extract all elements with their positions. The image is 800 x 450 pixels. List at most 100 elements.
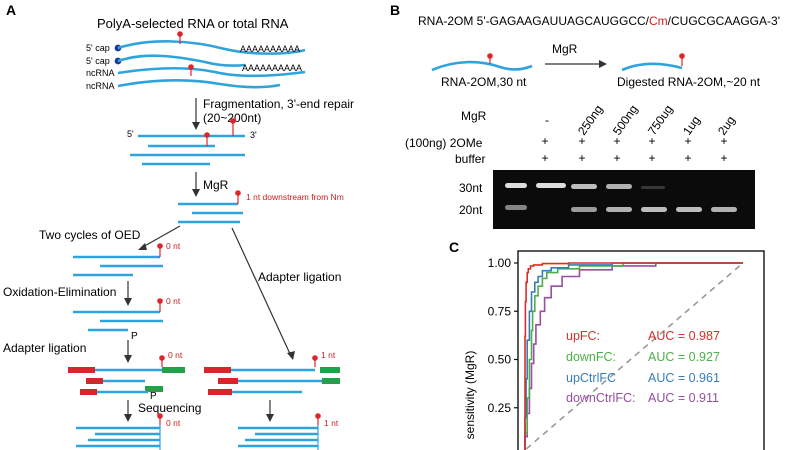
ox-elim-products: 0 nt P — [73, 296, 181, 342]
nm-site-icon — [177, 31, 183, 37]
panel-c-label: C — [449, 239, 459, 255]
ncrna-strand-1 — [117, 67, 306, 78]
digested-rna-label: Digested RNA-2OM,~20 nt — [617, 75, 761, 89]
nm-site-icon — [157, 298, 163, 304]
sequence-suffix: /CUGCGCAAGGA-3' — [668, 14, 780, 28]
phosphate-label: P — [150, 391, 157, 402]
ncrna-strand-2 — [117, 79, 281, 89]
lane-label: 750ug — [645, 102, 676, 137]
cap-label-2: 5' cap — [86, 56, 110, 66]
mgr-products: 1 nt downstream from Nm — [178, 190, 344, 224]
marker-30nt: 30nt — [459, 181, 483, 195]
y-axis-label: sensitivity (MgR) — [463, 351, 477, 440]
right-ligation-products: 1 nt — [204, 350, 340, 395]
nm-site-icon — [315, 413, 321, 419]
arrow-head-icon — [599, 60, 607, 68]
legend-auc-value: AUC = 0.987 — [648, 329, 720, 343]
three-prime-adapter — [162, 367, 185, 373]
oed-branch-arrow — [140, 225, 181, 249]
legend: upFC: AUC = 0.987 downFC: AUC = 0.927 upCtrl… — [566, 329, 720, 405]
oed-products: 0 nt — [73, 241, 181, 277]
roc-curve-upctrl — [524, 262, 743, 450]
roc-curve-downctrl — [524, 262, 743, 450]
nm-site-icon — [159, 355, 165, 361]
mrna-strand-1 — [117, 40, 306, 55]
y-tick-label: 0.75 — [488, 304, 512, 318]
plus-mark: + — [720, 151, 727, 165]
lane-label: 500ng — [610, 102, 641, 137]
plus-mark: + — [684, 151, 691, 165]
roc-curves — [524, 262, 743, 450]
panel-c: C sensitivity (MgR) 1.000.750.500.25 upF… — [449, 239, 765, 450]
legend-auc-value: AUC = 0.961 — [648, 371, 720, 385]
arrow-head-icon — [124, 298, 132, 306]
zero-nt-label: 0 nt — [168, 350, 183, 360]
lane-label: 250ng — [575, 102, 606, 137]
arrow-head-icon — [192, 122, 200, 130]
five-prime-adapter — [86, 378, 103, 384]
arrow-head-icon — [124, 414, 132, 422]
gel-image: 30nt 20nt — [459, 170, 755, 229]
five-prime-adapter — [208, 389, 232, 395]
panel-b: B RNA-2OM 5'-GAGAAGAUUAGCAUGGCC/Cm/CUGCG… — [390, 2, 780, 229]
three-prime-end-label: 3' — [250, 130, 257, 140]
digested-rna-icon — [621, 62, 683, 72]
nm-site-icon — [157, 243, 163, 249]
five-prime-adapter — [218, 378, 238, 384]
lane-label: - — [545, 113, 549, 127]
plus-mark: + — [613, 134, 620, 148]
gel-band — [676, 207, 702, 212]
left-read-pileup: 0 nt — [76, 413, 181, 450]
panel-a-label: A — [6, 2, 16, 18]
one-nt-label: 1 nt — [324, 418, 339, 428]
nm-site-icon — [487, 53, 493, 59]
five-prime-adapter — [204, 367, 231, 373]
adapter-ligation-left-label: Adapter ligation — [3, 341, 86, 355]
roc-curve-up — [524, 262, 743, 450]
sequence-modification: Cm — [649, 14, 668, 28]
arrow-head-icon — [192, 189, 200, 197]
adapter-branch-arrow — [231, 227, 292, 357]
gel-band — [536, 183, 566, 188]
left-ligation-products: 0 nt P — [68, 350, 185, 402]
adapter-ligation-right-label: Adapter ligation — [258, 270, 341, 284]
plus-mark: + — [578, 134, 585, 148]
legend-series-name: upFC: — [566, 329, 600, 343]
fragment-range-label: (20~200nt) — [203, 111, 261, 125]
legend-auc-value: AUC = 0.927 — [648, 350, 720, 364]
five-prime-end-label: 5' — [127, 129, 134, 139]
gel-band — [641, 207, 667, 212]
row-label-mgr: MgR — [461, 109, 487, 123]
gel-band — [505, 183, 527, 188]
phosphate-label: P — [131, 331, 138, 342]
sequencing-label: Sequencing — [138, 401, 201, 415]
legend-series-name: upCtrlFC — [566, 371, 616, 385]
row-label-2ome: (100ng) 2OMe — [405, 136, 483, 150]
gel-band — [505, 205, 527, 210]
legend-series-name: downFC: — [566, 350, 616, 364]
y-axis-ticks: 1.000.750.500.25 — [488, 256, 518, 415]
downstream-note: 1 nt downstream from Nm — [246, 192, 344, 202]
zero-nt-label: 0 nt — [166, 241, 181, 251]
diagonal-reference — [523, 262, 744, 450]
sequence-prefix: RNA-2OM 5'-GAGAAGAUUAGCAUGGCC/ — [418, 14, 650, 28]
panel-a: A PolyA-selected RNA or total RNA 5' cap… — [3, 2, 354, 450]
zero-nt-label: 0 nt — [166, 296, 181, 306]
nm-site-icon — [235, 190, 241, 196]
legend-series-name: downCtrlFC: — [566, 391, 635, 405]
arrow-head-icon — [138, 243, 147, 250]
roc-curve-down — [524, 262, 743, 450]
five-prime-adapter — [80, 389, 97, 395]
right-read-pileup: 1 nt — [238, 413, 339, 450]
gel-band — [571, 207, 597, 212]
ncrna-label-1: ncRNA — [86, 68, 115, 78]
plus-mark: + — [541, 151, 548, 165]
gel-band — [711, 207, 737, 212]
plus-mark: + — [648, 134, 655, 148]
rna-sequence: RNA-2OM 5'-GAGAAGAUUAGCAUGGCC/Cm/CUGCGCA… — [418, 14, 780, 28]
fragments: 5' 3' — [127, 118, 257, 166]
gel-background — [493, 170, 755, 229]
